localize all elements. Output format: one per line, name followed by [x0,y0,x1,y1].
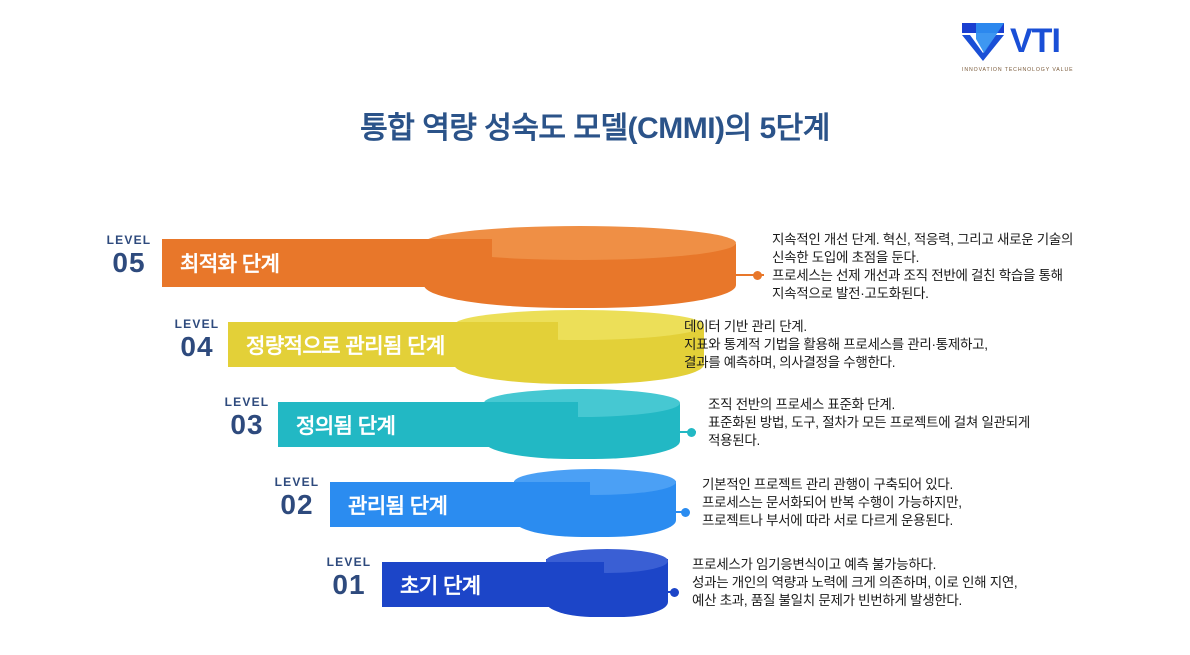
page-title: 통합 역량 성숙도 모델(CMMI)의 5단계 [360,112,830,145]
level-bar-04[interactable]: 정량적으로 관리됨 단계 [228,322,558,367]
connector-line-01 [646,591,678,593]
vti-logo-mark-icon [960,19,1006,63]
level-description-03: 조직 전반의 프로세스 표준화 단계. 표준화된 방법, 도구, 절차가 모든 … [708,397,1030,448]
level-name-01: 초기 단계 [400,574,481,598]
connector-dot-03 [687,428,696,437]
connector-dot-02 [681,508,690,517]
connector-line-02 [655,511,689,513]
logo-wordmark: VTI [1010,22,1061,60]
level-number-04: 04 [180,331,214,362]
connector-line-05 [716,274,764,276]
level-description-02: 기본적인 프로젝트 관리 관행이 구축되어 있다. 프로세스는 문서화되어 반복… [702,477,962,528]
level-word-05: LEVEL [106,233,152,247]
level-bar-02[interactable]: 관리됨 단계 [330,482,590,527]
level-bar-05[interactable]: 최적화 단계 [162,239,492,287]
level-number-05: 05 [112,247,146,278]
level-number-01: 01 [332,569,366,600]
level-label-05: LEVEL 05 [98,234,160,277]
level-label-02: LEVEL 02 [266,476,328,519]
level-label-01: LEVEL 01 [318,556,380,599]
connector-dot-01 [670,588,679,597]
level-bar-03[interactable]: 정의됨 단계 [278,402,578,447]
connector-dot-04 [664,350,673,359]
level-word-01: LEVEL [326,555,372,569]
connector-line-03 [660,431,696,433]
level-number-02: 02 [280,489,314,520]
level-name-02: 관리됨 단계 [348,494,448,518]
vti-logo: VTI INNOVATION TECHNOLOGY VALUE [960,18,1140,80]
level-description-01: 프로세스가 임기응변식이고 예측 불가능하다. 성과는 개인의 역량과 노력에 … [692,557,1018,608]
connector-line-04 [637,353,675,355]
level-bar-01[interactable]: 초기 단계 [382,562,604,607]
level-description-05: 지속적인 개선 단계. 혁신, 적응력, 그리고 새로운 기술의 신속한 도입에… [772,232,1074,301]
logo-row: VTI [960,18,1140,64]
level-name-05: 최적화 단계 [180,253,280,276]
logo-tagline: INNOVATION TECHNOLOGY VALUE [962,67,1074,73]
level-word-04: LEVEL [174,317,220,331]
level-label-04: LEVEL 04 [166,318,228,361]
level-description-04: 데이터 기반 관리 단계. 지표와 통계적 기법을 활용해 프로세스를 관리·통… [684,319,988,370]
level-number-03: 03 [230,409,264,440]
level-word-03: LEVEL [224,395,270,409]
level-name-03: 정의됨 단계 [296,414,396,438]
connector-dot-05 [753,271,762,280]
level-word-02: LEVEL [274,475,320,489]
level-label-03: LEVEL 03 [216,396,278,439]
level-name-04: 정량적으로 관리됨 단계 [246,334,445,358]
